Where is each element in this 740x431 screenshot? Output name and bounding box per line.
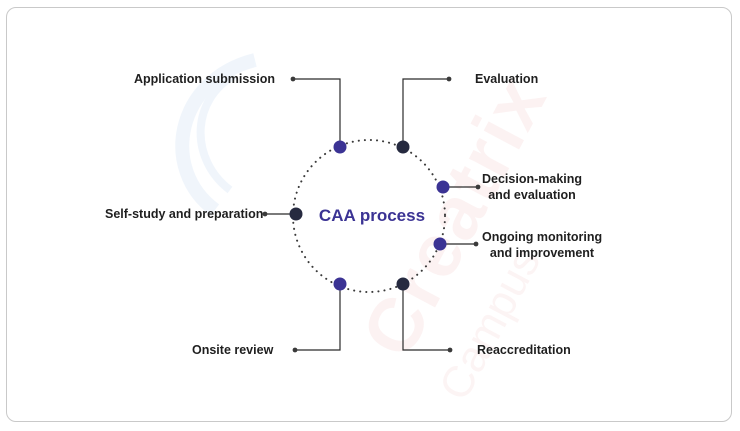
node-decision-making <box>436 180 450 194</box>
endpoint-dot <box>292 347 298 353</box>
connector-onsite-review <box>295 284 341 351</box>
connector-evaluation <box>402 78 449 147</box>
endpoint-dot <box>475 184 481 190</box>
label-evaluation: Evaluation <box>475 72 539 86</box>
node-application-submission <box>333 140 347 154</box>
endpoint-dot <box>473 241 479 247</box>
endpoint-dot <box>446 76 452 82</box>
center-title: CAA process <box>318 206 426 225</box>
label-reaccreditation: Reaccreditation <box>477 343 571 357</box>
label-self-study: Self-study and preparation <box>105 207 264 221</box>
label-decision-making-line2: and evaluation <box>488 188 576 202</box>
label-decision-making: Decision-making and evaluation <box>482 171 582 203</box>
node-reaccreditation <box>396 277 410 291</box>
node-ongoing-monitoring <box>433 237 447 251</box>
label-onsite-review: Onsite review <box>192 343 274 357</box>
connector-application-submission <box>293 78 341 147</box>
node-evaluation <box>396 140 410 154</box>
label-decision-making-line1: Decision-making <box>482 172 583 186</box>
diagram-frame <box>6 7 732 422</box>
label-application-submission: Application submission <box>134 72 275 86</box>
connector-reaccreditation <box>402 284 450 351</box>
watermark-swirl <box>175 53 257 216</box>
node-onsite-review <box>333 277 347 291</box>
label-ongoing-monitoring-line1: Ongoing monitoring <box>482 230 603 244</box>
endpoint-dot <box>262 211 268 217</box>
label-ongoing-monitoring-line2: and improvement <box>489 246 595 260</box>
node-self-study <box>289 207 303 221</box>
endpoint-dot <box>290 76 296 82</box>
endpoint-dot <box>447 347 453 353</box>
label-ongoing-monitoring: Ongoing monitoring and improvement <box>482 229 602 261</box>
